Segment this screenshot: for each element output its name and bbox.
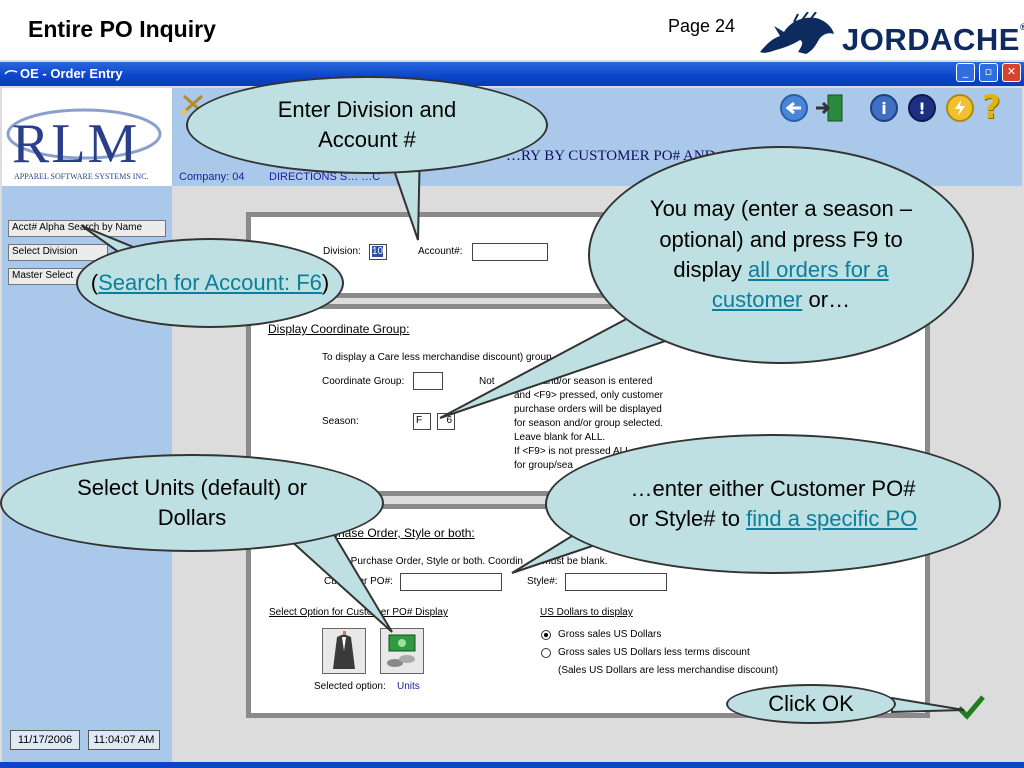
gross-sales-radio[interactable] [541, 630, 551, 640]
gross-sales-label: Gross sales US Dollars [558, 629, 662, 640]
season-callout: You may (enter a season –optional) and p… [588, 146, 974, 364]
lightning-icon[interactable] [946, 94, 974, 122]
units-option-button[interactable] [322, 628, 366, 674]
search-open: ( [90, 269, 99, 295]
window-title: OE - Order Entry [20, 66, 123, 81]
minimize-button[interactable]: _ [956, 63, 975, 82]
status-time: 11:04:07 AM [88, 730, 160, 750]
season-field-1[interactable]: F [413, 413, 431, 430]
note-line: and <F9> pressed, only customer [514, 390, 663, 401]
usd-heading: US Dollars to display [540, 607, 633, 618]
page-number: Page 24 [668, 16, 736, 36]
division-value: 10 [372, 246, 384, 257]
units-callout-text: Select Units (default) or Dollars [77, 474, 307, 530]
company-name: DIRECTIONS S… …C [269, 171, 381, 183]
rlm-logo-text: RLM [12, 113, 140, 175]
horse-logo-icon [760, 12, 834, 54]
note-line: Leave blank for ALL. [514, 432, 606, 443]
selected-option-value: Units [397, 681, 420, 692]
select-division-button[interactable]: Select Division [8, 244, 108, 261]
rlm-logo-subtitle: APPAREL SOFTWARE SYSTEMS INC. [14, 172, 149, 181]
season-label: Season: [322, 416, 359, 427]
gross-less-terms-label: Gross sales US Dollars less terms discou… [558, 647, 750, 658]
ok-callout-text: Click OK [768, 690, 854, 716]
note-label: Not [479, 376, 495, 387]
note-line: group and/or season is entered [514, 376, 653, 387]
po-instruction: Enter Purchase Order, Style or both. Coo… [324, 556, 608, 567]
slide-title: Entire PO Inquiry [28, 16, 216, 42]
search-close: ) [321, 269, 330, 295]
search-account-link[interactable]: Search for Account: F6 [98, 269, 322, 295]
po-text: …enter either Customer PO# or Style# to [628, 475, 916, 531]
coordinate-instruction: To display a Care less merchandise disco… [322, 352, 555, 363]
trademark: ® [1019, 22, 1024, 32]
account-label: Account#: [418, 246, 463, 257]
window-titlebar[interactable] [0, 62, 1024, 86]
units-callout: Select Units (default) or Dollars [0, 454, 384, 552]
back-arrow-icon[interactable] [780, 94, 808, 122]
find-po-link[interactable]: find a specific PO [746, 506, 918, 531]
close-button[interactable]: ✕ [1002, 63, 1021, 82]
rlm-logo [2, 88, 172, 186]
season-tail: or… [808, 287, 851, 313]
alert-icon[interactable]: ! [908, 94, 936, 122]
units-pointer [288, 526, 393, 633]
division-field[interactable]: 10 [369, 244, 387, 260]
money-stack-icon [387, 634, 416, 667]
season-callout-text: You may (enter a season –optional) and p… [646, 194, 916, 315]
taskbar [0, 762, 1024, 768]
dollars-option-button[interactable] [380, 628, 424, 674]
division-label: Division: [323, 246, 361, 257]
customer-po-field[interactable] [400, 573, 502, 591]
ok-pointer [891, 696, 965, 714]
po-callout-text: …enter either Customer PO# or Style# to … [623, 474, 923, 535]
style-label: Style#: [527, 576, 558, 587]
help-icon[interactable]: ? [982, 88, 1001, 126]
account-field[interactable] [472, 243, 548, 261]
note-line: If <F9> is not pressed ALL [514, 446, 631, 457]
company-code: 04 [232, 171, 245, 183]
coordinate-group-label: Coordinate Group: [322, 376, 405, 387]
search-callout-text: (Search for Account: F6) [91, 268, 329, 298]
coordinate-heading: Display Coordinate Group: [268, 322, 410, 336]
info-icon[interactable]: i [870, 94, 898, 122]
usd-note: (Sales US Dollars are less merchandise d… [558, 665, 779, 676]
note-line: for group/sea [514, 460, 573, 471]
style-field[interactable] [565, 573, 667, 591]
suit-icon [333, 631, 355, 669]
search-callout: (Search for Account: F6) [76, 238, 344, 328]
division-callout-text: Enter Division and Account # [277, 96, 457, 152]
status-date: 11/17/2006 [10, 730, 80, 750]
exit-door-icon[interactable] [814, 92, 846, 124]
gross-less-terms-radio[interactable] [541, 648, 551, 658]
maximize-button[interactable]: ▫ [979, 63, 998, 82]
po-callout: …enter either Customer PO# or Style# to … [545, 434, 1001, 574]
company-label: Company: 04 [179, 171, 244, 183]
all-orders-link[interactable]: all orders for a customer [711, 257, 889, 313]
brand-text: JORDACHE [842, 22, 1020, 57]
season-text: You may (enter a season –optional) and p… [649, 196, 913, 282]
note-line: for season and/or group selected. [514, 418, 663, 429]
rlm-swoosh-icon [6, 108, 162, 160]
po-heading: …rchase Order, Style or both: [316, 526, 475, 540]
left-panel [2, 88, 172, 764]
coordinate-group-field[interactable] [413, 372, 443, 390]
app-icon [4, 69, 18, 75]
division-callout: Enter Division and Account # [186, 76, 548, 174]
note-line: purchase orders will be displayed [514, 404, 662, 415]
ok-callout: Click OK [726, 684, 896, 724]
selected-option-label: Selected option: [314, 681, 386, 692]
jordache-logo: JORDACHE® [842, 22, 1024, 58]
company-label-text: Company: [179, 171, 230, 183]
option-heading: Select Option for Customer PO# Display [269, 607, 448, 618]
